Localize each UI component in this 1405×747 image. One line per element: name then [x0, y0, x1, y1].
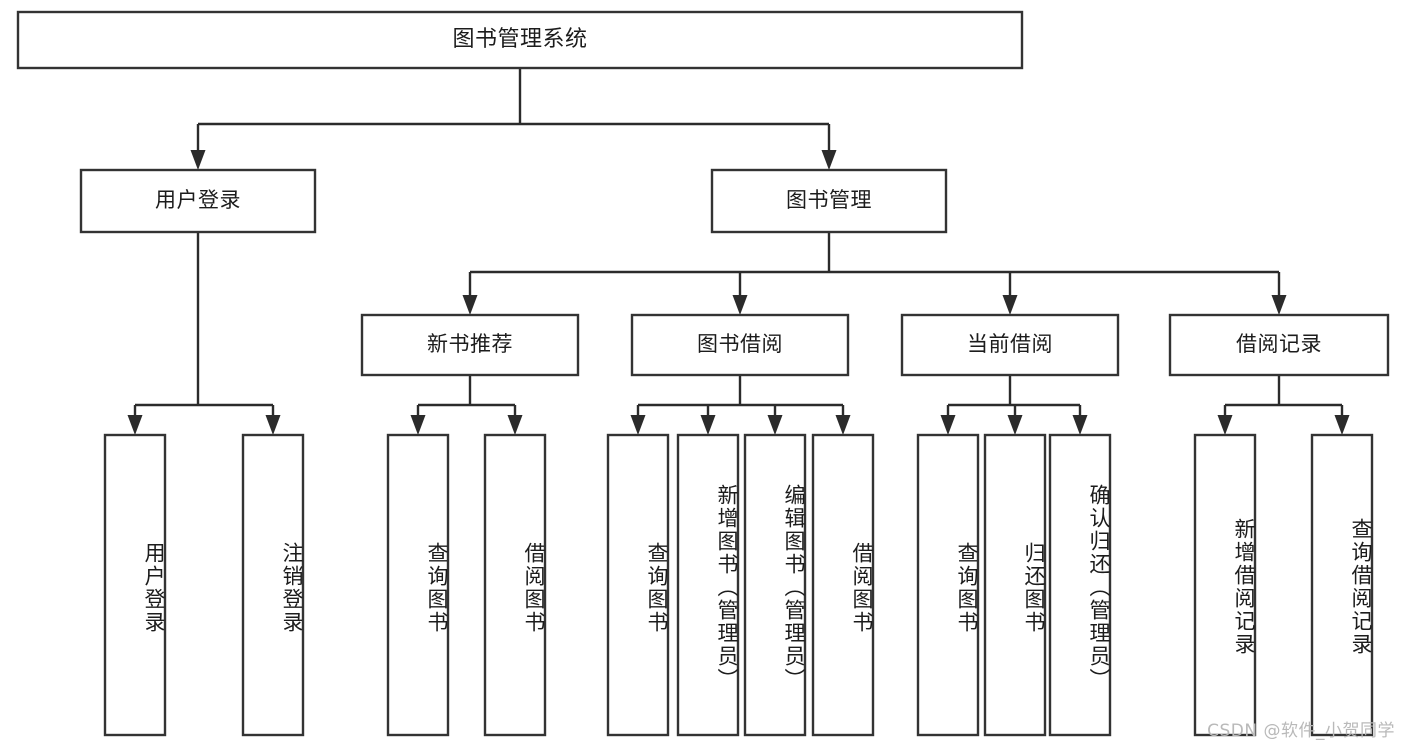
node-box-leaf-query-book-recommend[interactable] [386, 433, 450, 737]
connector-user-login-bus [127, 232, 281, 435]
arrow-head-icon [630, 415, 646, 435]
arrow-head-icon [1007, 415, 1023, 435]
node-box-leaf-query-book-current[interactable] [916, 433, 980, 737]
arrow-head-icon [462, 295, 478, 315]
arrow-head-icon [127, 415, 143, 435]
node-box-leaf-query-borrow-record[interactable] [1310, 433, 1374, 737]
node-box-new-book-recommend[interactable] [360, 313, 580, 377]
arrow-head-icon [1217, 415, 1233, 435]
arrow-head-icon [1002, 295, 1018, 315]
arrow-head-icon [265, 415, 281, 435]
arrow-head-icon [1072, 415, 1088, 435]
arrow-head-icon [732, 295, 748, 315]
node-box-leaf-borrow-book-recommend[interactable] [483, 433, 547, 737]
node-box-layer [16, 10, 1390, 737]
connector-new-book-recommend-bus [410, 375, 523, 435]
node-box-book-manage[interactable] [710, 168, 948, 234]
arrow-head-icon [700, 415, 716, 435]
node-box-leaf-edit-book-admin[interactable] [743, 433, 807, 737]
node-box-leaf-add-borrow-record[interactable] [1193, 433, 1257, 737]
node-box-leaf-logout[interactable] [241, 433, 305, 737]
arrow-head-icon [821, 150, 837, 170]
node-box-borrow-record[interactable] [1168, 313, 1390, 377]
arrow-head-icon [1271, 295, 1287, 315]
arrow-head-icon [507, 415, 523, 435]
arrow-head-icon [940, 415, 956, 435]
arrow-head-icon [835, 415, 851, 435]
arrow-head-icon [767, 415, 783, 435]
node-box-leaf-borrow-book[interactable] [811, 433, 875, 737]
connector-borrow-record-bus [1217, 375, 1350, 435]
node-box-leaf-return-book[interactable] [983, 433, 1047, 737]
connector-layer [127, 68, 1350, 435]
node-box-user-login[interactable] [79, 168, 317, 234]
connector-book-borrow-bus [630, 375, 851, 435]
node-box-book-borrow[interactable] [630, 313, 850, 377]
node-box-current-borrow[interactable] [900, 313, 1120, 377]
node-box-leaf-confirm-return-admin[interactable] [1048, 433, 1112, 737]
connector-root-bus [190, 68, 837, 170]
node-box-leaf-add-book-admin[interactable] [676, 433, 740, 737]
arrow-head-icon [190, 150, 206, 170]
node-box-root[interactable] [16, 10, 1024, 70]
connector-book-manage-bus [462, 232, 1287, 315]
arrow-head-icon [1334, 415, 1350, 435]
node-box-leaf-user-login[interactable] [103, 433, 167, 737]
arrow-head-icon [410, 415, 426, 435]
watermark-text: CSDN @软件_小贺同学 [1207, 721, 1395, 741]
node-box-leaf-query-book-borrow[interactable] [606, 433, 670, 737]
connector-current-borrow-bus [940, 375, 1088, 435]
